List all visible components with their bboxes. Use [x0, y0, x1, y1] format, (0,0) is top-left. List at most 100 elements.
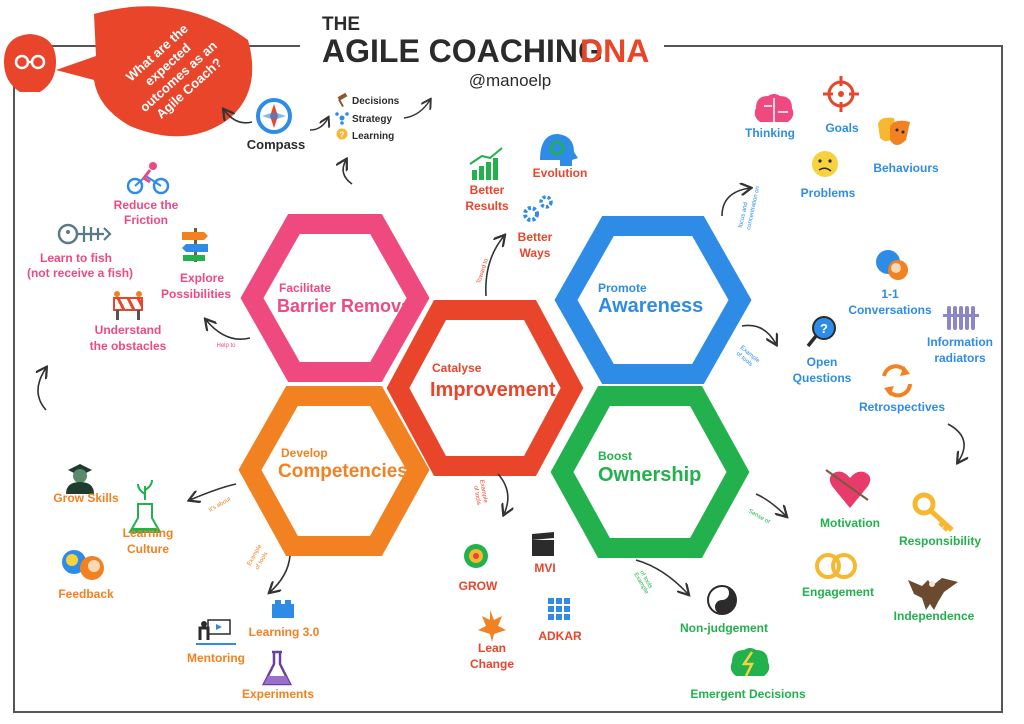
- radiator-icon: [943, 306, 979, 330]
- improvement-sub: Catalyse: [432, 361, 482, 375]
- behaviours-label: Behaviours: [873, 161, 939, 175]
- mentoring-label: Mentoring: [187, 651, 245, 665]
- arrow-ownership-sense: [755, 493, 786, 516]
- conversations-line1: 1-1: [881, 287, 899, 301]
- improvement-tools-label-2: of tools: [472, 485, 481, 505]
- open-questions-line2: Questions: [793, 371, 852, 385]
- title-main: AGILE COACHING: [322, 33, 603, 69]
- adkar-label: ADKAR: [538, 629, 582, 643]
- learning-culture-line2: Culture: [127, 542, 169, 556]
- radiators-line2: radiators: [934, 351, 986, 365]
- rings-icon: [815, 553, 857, 579]
- key-icon: [912, 492, 954, 532]
- awareness-main: Awareness: [598, 295, 703, 317]
- arrow-barrier-to-compass: [343, 160, 353, 185]
- fish-line2: (not receive a fish): [27, 266, 133, 280]
- conversation-avatar-icon: [876, 250, 908, 280]
- graduate-icon: [66, 464, 94, 494]
- cyclist-icon: [126, 162, 170, 195]
- improvement-main: Improvement: [430, 379, 556, 401]
- learning-culture-line1: Learning: [123, 526, 174, 540]
- competencies-sub: Develop: [281, 446, 328, 460]
- title-author: @manoelp: [469, 71, 551, 90]
- arrow-improvement-tools: [497, 473, 508, 514]
- speech-bubble: [56, 6, 253, 137]
- fish-line1: Learn to fish: [40, 251, 112, 265]
- lean-line1: Lean: [478, 641, 506, 655]
- brain-lightning-icon: [730, 648, 770, 677]
- target-icon: [464, 544, 488, 568]
- responsibility-label: Responsibility: [899, 534, 981, 548]
- arrow-ownership-tools: [635, 559, 688, 594]
- arrow-compass-to-items: [309, 118, 328, 131]
- yin-yang-icon: [707, 585, 737, 615]
- fish-bone-icon: [57, 223, 112, 245]
- competencies-main: Competencies: [278, 461, 408, 482]
- feedback-faces-icon: [62, 550, 104, 580]
- arrow-improvement-toward: [485, 236, 504, 297]
- retrospectives-label: Retrospectives: [859, 400, 945, 414]
- obstacles-line2: the obstacles: [90, 339, 167, 353]
- compass-item-decisions: Decisions: [352, 96, 400, 107]
- goals-label: Goals: [825, 121, 859, 135]
- obstacles-line1: Understand: [95, 323, 162, 337]
- learning30-label: Learning 3.0: [249, 625, 320, 639]
- svg-text:?: ?: [340, 131, 345, 140]
- magnifier-question-icon: ?: [806, 316, 836, 348]
- friction-line1: Reduce the: [114, 198, 179, 212]
- gears-icon: [523, 195, 553, 222]
- ownership-sense-label: Sense of: [747, 509, 771, 526]
- bar-chart-icon: [469, 147, 503, 180]
- signpost-icon: [182, 228, 208, 262]
- road-barrier-icon: [113, 291, 144, 320]
- title-accent: DNA: [580, 33, 649, 69]
- independence-label: Independence: [894, 609, 975, 623]
- hexagon-barrier-removal: [240, 214, 430, 382]
- erlenmeyer-flask-icon: [261, 650, 293, 686]
- maple-leaf-icon: [478, 610, 506, 642]
- hexagon-competencies: [238, 386, 430, 556]
- lego-brick-icon: [272, 600, 294, 618]
- competencies-about-label: It's about: [208, 496, 232, 513]
- conversations-line2: Conversations: [848, 303, 932, 317]
- awareness-focus-label-2: concentration on: [746, 186, 761, 231]
- friction-line2: Friction: [124, 213, 168, 227]
- results-line1: Better: [470, 183, 505, 197]
- brain-icon: [754, 94, 794, 122]
- thinking-label: Thinking: [745, 126, 795, 140]
- arrow-competencies-tools: [270, 555, 291, 592]
- lean-line2: Change: [470, 657, 514, 671]
- compass-item-strategy: Strategy: [352, 114, 392, 125]
- hexagon-ownership: [550, 386, 750, 558]
- evolution-head-icon: [540, 134, 578, 166]
- plant-flask-icon: [128, 479, 162, 533]
- grow-skills-label: Grow Skills: [53, 491, 119, 505]
- mvi-label: MVI: [534, 561, 555, 575]
- arrow-awareness-to-ownership: [947, 423, 964, 462]
- arrow-barrier-help: [206, 320, 251, 340]
- theater-masks-icon: [878, 117, 910, 145]
- arrow-competencies-about: [190, 483, 237, 500]
- barrier-main: Barrier Removal: [277, 296, 416, 316]
- ways-line2: Ways: [520, 246, 551, 260]
- barrier-help-label: Help to: [216, 343, 236, 349]
- compass-label: Compass: [247, 137, 306, 152]
- hexagon-improvement: [386, 300, 584, 476]
- confused-face-icon: [812, 151, 838, 177]
- refresh-cycle-icon: [882, 364, 912, 398]
- barrier-sub: Facilitate: [279, 281, 331, 295]
- compass-icon: [256, 98, 292, 134]
- heart-arrow-icon: [825, 469, 871, 508]
- arrow-competencies-to-barrier: [38, 368, 46, 411]
- arrow-items-to-title: [403, 100, 430, 119]
- engagement-label: Engagement: [802, 585, 874, 599]
- ways-line1: Better: [518, 230, 553, 244]
- ownership-sub: Boost: [598, 449, 632, 463]
- radiators-line1: Information: [927, 335, 993, 349]
- goal-crosshair-icon: [823, 76, 859, 112]
- explore-line2: Possibilities: [161, 287, 231, 301]
- open-questions-line1: Open: [807, 355, 838, 369]
- grow-label: GROW: [459, 579, 498, 593]
